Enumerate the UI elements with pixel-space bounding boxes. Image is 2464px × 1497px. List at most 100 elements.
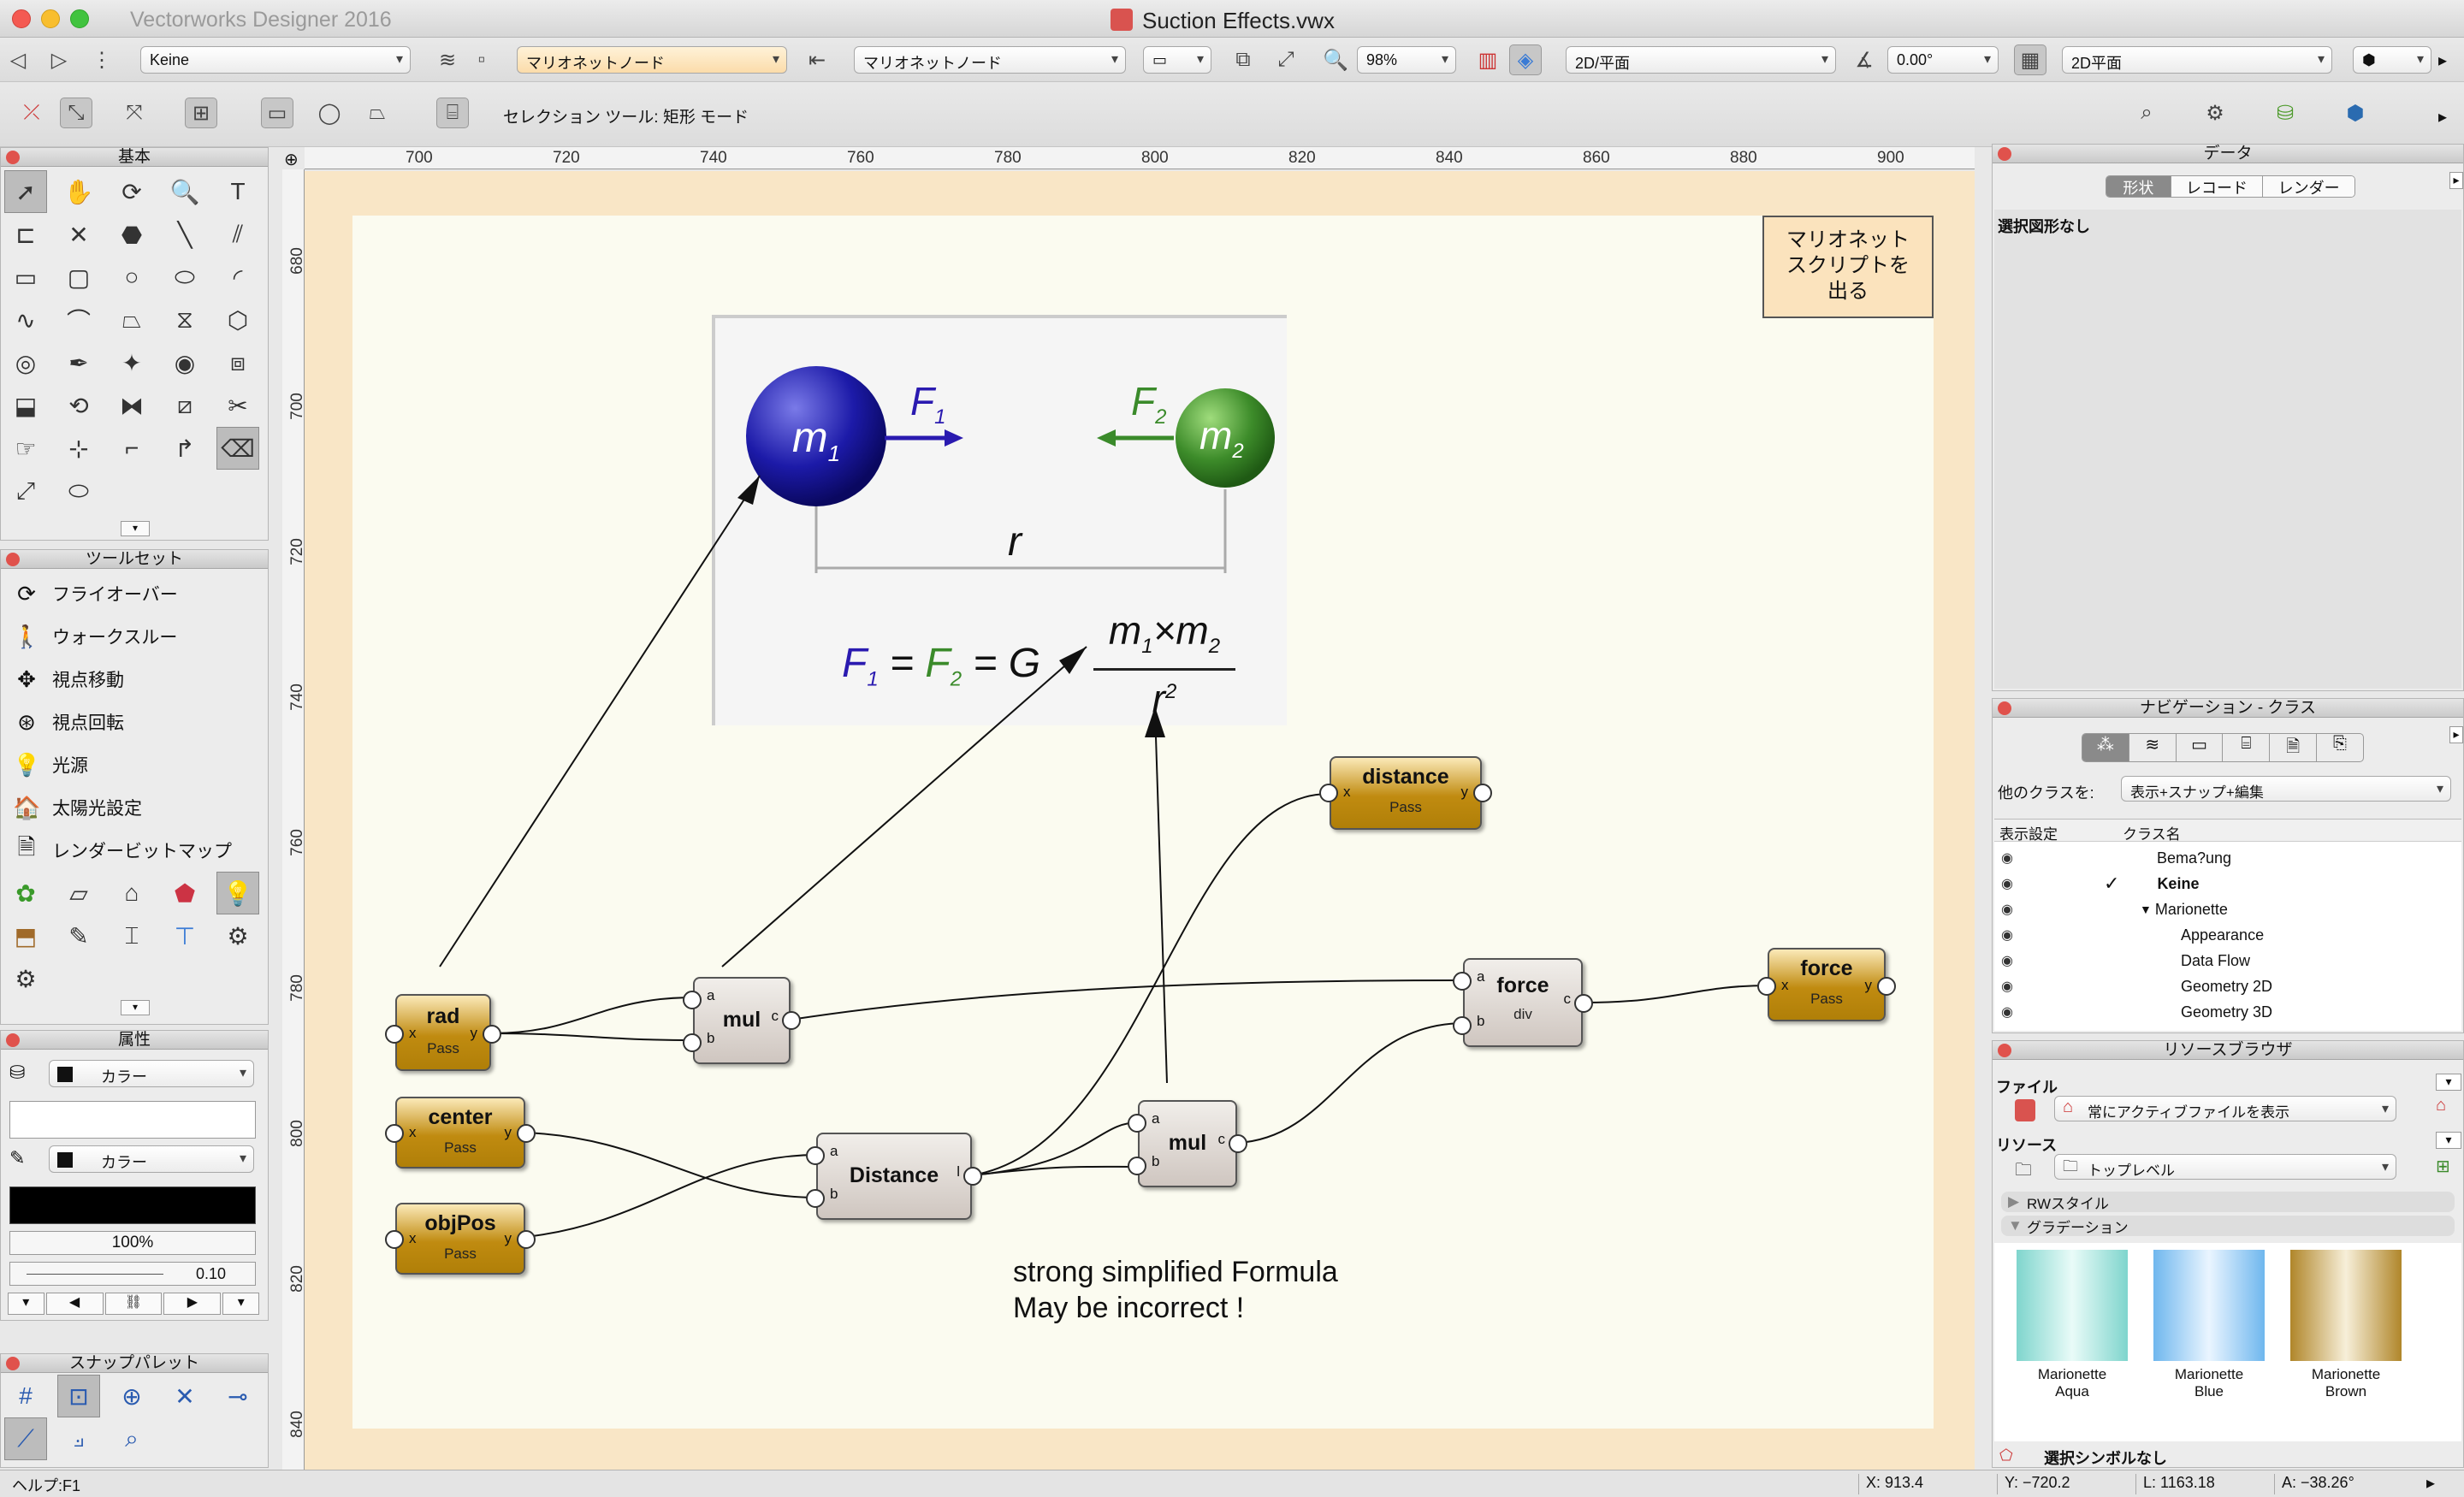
resource-folder-dropdown[interactable]: トップレベル	[2054, 1154, 2396, 1180]
node-input-port[interactable]	[385, 1230, 404, 1249]
column-class-name[interactable]: クラス名	[2123, 826, 2181, 843]
node-distance-pass[interactable]: distance Pass x y	[1319, 756, 1492, 830]
node-input-port-a[interactable]	[1453, 972, 1472, 991]
wire-tool-icon[interactable]: ⤢	[15, 476, 36, 504]
active-layer-dropdown[interactable]: マリオネットノード	[517, 46, 787, 74]
exit-script-button[interactable]: マリオネット スクリプトを 出る	[1762, 216, 1934, 318]
magic-wand-tool-icon[interactable]: ✦	[121, 349, 142, 376]
all-objects-scale-icon[interactable]: ⤧	[126, 101, 143, 124]
close-palette-icon[interactable]	[6, 553, 20, 566]
marionette-arrow-icon[interactable]: ⇤	[808, 48, 826, 72]
snap-grid-icon[interactable]: #	[19, 1382, 33, 1409]
site-toolset-icon[interactable]: ✿	[15, 879, 36, 907]
node-mul-1[interactable]: mul a b c	[683, 977, 801, 1064]
rotate-view-tool-icon[interactable]: ⟳	[121, 178, 142, 205]
class-row[interactable]: ◉Data Flow	[1994, 948, 2461, 973]
lasso-mode-icon[interactable]: ◯	[317, 101, 341, 125]
fasteners-toolset-icon[interactable]: ⚙	[227, 922, 249, 950]
angle-icon[interactable]: ∡	[1855, 48, 1874, 72]
node-objpos[interactable]: objPos Pass x y	[385, 1203, 536, 1275]
pan-tool-icon[interactable]: ✋	[63, 178, 94, 205]
toolset-item-walkthrough[interactable]: 🚶ウォークスルー	[1, 615, 268, 658]
attribute-mapping-tool-icon[interactable]: ⬓	[14, 392, 38, 419]
machine-components-toolset-icon[interactable]: ⌶	[124, 921, 139, 949]
back-icon[interactable]: ◁	[9, 48, 27, 72]
close-palette-icon[interactable]	[1998, 147, 2011, 161]
page-dropdown[interactable]: ▭	[1143, 46, 1211, 74]
fill-style-dropdown[interactable]: カラー	[49, 1060, 254, 1087]
furniture-toolset-icon[interactable]: ⌂	[124, 879, 139, 906]
eraser-tool-icon[interactable]: ⌫	[216, 427, 259, 470]
split-tool-icon[interactable]: ⧄	[177, 391, 192, 418]
forward-icon[interactable]: ▷	[50, 48, 68, 72]
class-row-active[interactable]: ◉✓Keine	[1994, 871, 2461, 896]
tab-shape[interactable]: 形状	[2106, 176, 2171, 197]
gradient-blue-swatch[interactable]	[2153, 1250, 2265, 1361]
node-input-port-a[interactable]	[1128, 1114, 1146, 1133]
opacity-field[interactable]: 100%	[9, 1231, 256, 1255]
node-input-port-a[interactable]	[806, 1146, 825, 1165]
node-input-port-b[interactable]	[1128, 1157, 1146, 1175]
unified-view-icon[interactable]: ▥	[1478, 48, 1498, 72]
overflow-arrow-icon[interactable]: ▸	[2438, 108, 2448, 127]
plan-view-icon[interactable]: ◈	[1509, 44, 1542, 75]
snap-object-icon[interactable]: ⊡	[57, 1375, 100, 1417]
pen-preview[interactable]	[9, 1186, 256, 1224]
interactive-scaling-icon[interactable]: ⊞	[185, 98, 217, 128]
selection-options-icon[interactable]: ⌸	[436, 98, 469, 128]
chamfer-tool-icon[interactable]: ↱	[175, 435, 195, 462]
settings-gear-icon[interactable]: ⚙	[2206, 101, 2224, 125]
pen-style-dropdown[interactable]: カラー	[49, 1145, 254, 1173]
node-output-port[interactable]	[1473, 784, 1492, 802]
eyedropper-tool-icon[interactable]: ✒	[68, 349, 89, 376]
render-mode-icon[interactable]: ▦	[2014, 44, 2046, 75]
class-row[interactable]: ◉Bema?ung	[1994, 845, 2461, 871]
trim-tool-icon[interactable]: ✂	[228, 392, 248, 419]
node-rad[interactable]: rad Pass x y	[385, 994, 501, 1071]
start-arrow-icon[interactable]: ◀	[45, 1293, 104, 1315]
clip-cube-tool-icon[interactable]: ⧈	[230, 348, 246, 376]
visualization-toolset-icon[interactable]: 💡	[216, 872, 259, 914]
node-distance[interactable]: Distance a b l	[806, 1133, 982, 1220]
double-line-tool-icon[interactable]: ⫽	[232, 220, 244, 247]
new-folder-icon[interactable]: ⊞	[2436, 1157, 2450, 1176]
snap-smart-point-icon[interactable]: ⟋	[4, 1417, 47, 1460]
marionette-wrapper-tool-icon[interactable]: ⬭	[68, 476, 89, 504]
file-menu-icon[interactable]: ▾	[2436, 1074, 2461, 1091]
node-input-port[interactable]	[385, 1124, 404, 1143]
snap-intersection-icon[interactable]: ✕	[175, 1382, 195, 1410]
node-output-port[interactable]	[517, 1124, 536, 1143]
tab-render[interactable]: レンダー	[2262, 176, 2354, 197]
fit-icon[interactable]: ⧉	[1235, 48, 1251, 71]
palette-menu-icon[interactable]: ▸	[2449, 172, 2463, 189]
overflow-arrow-icon[interactable]: ▸	[2438, 51, 2448, 70]
freehand-tool-icon[interactable]: ∿	[15, 306, 36, 334]
home-button-icon[interactable]: ⌂	[2436, 1096, 2447, 1115]
node-force-pass[interactable]: force Pass x y	[1757, 948, 1896, 1021]
zoom-fit-icon[interactable]: ⤢	[1277, 48, 1294, 71]
start-marker-dropdown[interactable]: ▾	[8, 1293, 44, 1315]
symbols-view-icon[interactable]: ⎘	[2316, 734, 2363, 761]
text-tool-icon[interactable]: T	[230, 178, 246, 204]
node-input-port-b[interactable]	[806, 1189, 825, 1208]
connect-tool-icon[interactable]: ⊹	[68, 435, 89, 462]
snap-tangent-icon[interactable]: ⌕	[125, 1424, 139, 1452]
polyline-tool-icon[interactable]: ⌒	[66, 308, 91, 334]
close-palette-icon[interactable]	[1998, 1044, 2011, 1057]
offset-tool-icon[interactable]: ☞	[15, 435, 37, 462]
misc-toolset-icon[interactable]: ⚙	[15, 965, 37, 992]
circle-tool-icon[interactable]: ○	[124, 263, 139, 290]
node-input-port-a[interactable]	[683, 991, 702, 1009]
rectangle-mode-icon[interactable]: ▭	[261, 98, 293, 128]
classes-view-icon[interactable]: ⁂	[2082, 734, 2129, 761]
node-center[interactable]: center Pass x y	[385, 1097, 536, 1169]
view-dropdown[interactable]: 2D/平面	[1566, 46, 1836, 74]
class-options-icon[interactable]: ⋮	[92, 48, 112, 72]
resource-menu-icon[interactable]: ▾	[2436, 1132, 2461, 1149]
section-gradients[interactable]: ▼グラデーション	[2001, 1216, 2455, 1236]
snap-distance-icon[interactable]: ⊸	[228, 1382, 248, 1410]
oval-tool-icon[interactable]: ⬭	[175, 263, 195, 290]
origin-crosshair-icon[interactable]: ⊕	[284, 151, 299, 169]
end-marker-dropdown[interactable]: ▾	[222, 1293, 259, 1315]
class-row[interactable]: ◉▼Marionette	[1994, 896, 2461, 922]
